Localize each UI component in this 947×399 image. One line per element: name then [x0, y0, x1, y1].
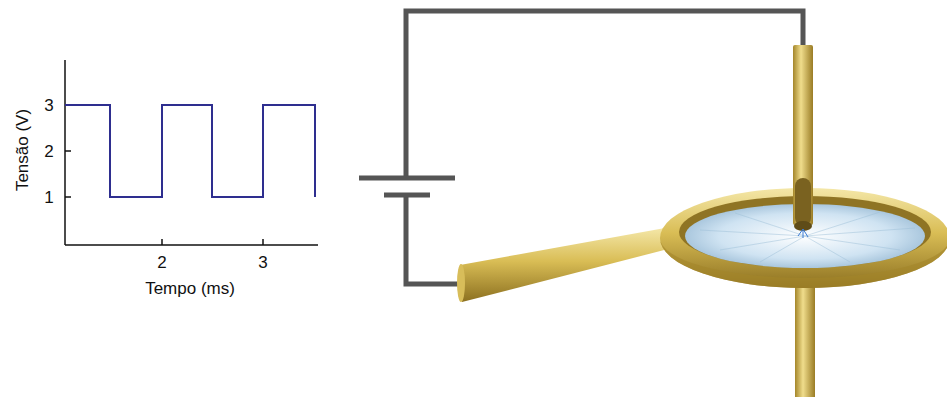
tick-label: 3: [44, 97, 53, 114]
electrode: [793, 45, 813, 238]
axis-title: Tensão (V): [14, 109, 31, 191]
tick-label: 2: [157, 254, 166, 271]
battery-symbol: [359, 178, 455, 195]
tick-label: 1: [44, 189, 53, 206]
axis-title: Tempo (ms): [145, 280, 235, 297]
chart-axes: [65, 60, 318, 245]
square-wave: [65, 105, 315, 197]
feed-tube: [460, 228, 672, 302]
tick-label: 2: [44, 143, 53, 160]
tick-label: 3: [258, 254, 267, 271]
